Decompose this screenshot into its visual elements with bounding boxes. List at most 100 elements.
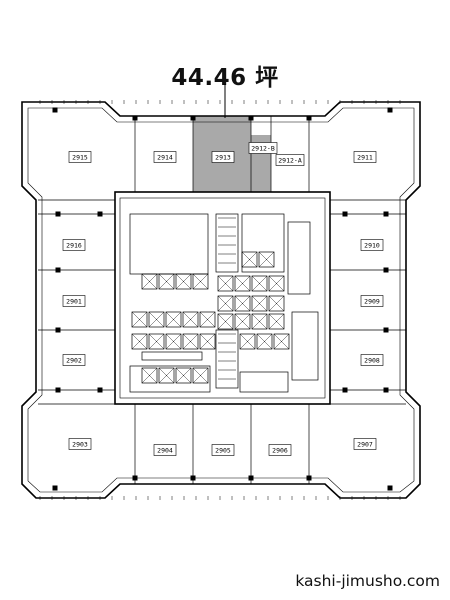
elevator-cross: [234, 313, 251, 330]
unit-label-box: [353, 151, 377, 163]
elevator-cross: [199, 333, 216, 350]
structural-column: [387, 107, 393, 113]
unit-label-box: [153, 444, 177, 456]
core-room: [129, 365, 211, 393]
elevator: [131, 333, 148, 350]
structural-column: [248, 475, 254, 481]
structural-column: [132, 115, 138, 121]
unit-label-box: [153, 151, 177, 163]
elevator-cross: [217, 275, 234, 292]
elevator-cross: [141, 367, 158, 384]
elevator: [268, 275, 285, 292]
core-room: [291, 311, 319, 381]
elevator: [234, 313, 251, 330]
structural-column: [248, 115, 254, 121]
structural-column: [55, 267, 61, 273]
elevator-cross: [268, 275, 285, 292]
elevator-cross: [165, 311, 182, 328]
core-room: [241, 213, 285, 273]
unit-label-2909: 2909: [364, 298, 380, 306]
elevator-cross: [268, 295, 285, 312]
unit-label-2904: 2904: [157, 447, 173, 455]
unit-label-2906: 2906: [272, 447, 288, 455]
site-watermark: kashi-jimusho.com: [295, 572, 440, 590]
unit-label-2908: 2908: [364, 357, 380, 365]
elevator: [234, 275, 251, 292]
elevator-cross: [251, 275, 268, 292]
unit-label-box: [62, 354, 86, 366]
elevator-cross: [273, 333, 290, 350]
elevator-cross: [175, 367, 192, 384]
unit-label-box: [211, 444, 235, 456]
elevator: [141, 367, 158, 384]
structural-column: [306, 115, 312, 121]
elevator: [217, 295, 234, 312]
unit-label-2901: 2901: [66, 298, 82, 306]
elevator-cross: [234, 295, 251, 312]
unit-label-box: [353, 438, 377, 450]
elevator: [268, 295, 285, 312]
elevator: [131, 311, 148, 328]
stair-core: [215, 329, 239, 389]
elevator: [158, 273, 175, 290]
structural-column: [190, 115, 196, 121]
unit-label-2911: 2911: [357, 154, 373, 162]
core-outer-wall: [114, 191, 331, 405]
structural-column: [342, 387, 348, 393]
elevator: [192, 367, 209, 384]
unit-label-2902: 2902: [66, 357, 82, 365]
unit-label-2907: 2907: [357, 441, 373, 449]
elevator: [148, 333, 165, 350]
elevator-cross: [217, 313, 234, 330]
structural-column: [55, 211, 61, 217]
unit-label-box: [62, 239, 86, 251]
elevator: [199, 311, 216, 328]
elevator: [182, 311, 199, 328]
unit-label-2915: 2915: [72, 154, 88, 162]
core-inner-wall: [119, 197, 326, 399]
elevator-cross: [131, 311, 148, 328]
elevator-cross: [217, 295, 234, 312]
elevator-cross: [148, 311, 165, 328]
elevator: [251, 313, 268, 330]
building-inner-outline: [27, 107, 415, 493]
elevator: [199, 333, 216, 350]
structural-column: [383, 327, 389, 333]
elevator-cross: [241, 251, 258, 268]
unit-label-box: [62, 295, 86, 307]
unit-label-box: [360, 295, 384, 307]
elevator: [217, 313, 234, 330]
structural-column: [55, 327, 61, 333]
unit-label-box: [360, 239, 384, 251]
elevator: [251, 275, 268, 292]
building-outline: [21, 101, 421, 499]
unit-label-box: [68, 151, 92, 163]
elevator: [165, 311, 182, 328]
elevator: [273, 333, 290, 350]
elevator: [251, 295, 268, 312]
elevator-cross: [175, 273, 192, 290]
elevator-cross: [258, 251, 275, 268]
unit-label-2910: 2910: [364, 242, 380, 250]
elevator: [234, 295, 251, 312]
elevator-cross: [239, 333, 256, 350]
elevator-cross: [148, 333, 165, 350]
structural-column: [97, 211, 103, 217]
elevator: [192, 273, 209, 290]
elevator: [165, 333, 182, 350]
unit-label-2903: 2903: [72, 441, 88, 449]
unit-label-box: [211, 151, 235, 163]
structural-column: [52, 107, 58, 113]
unit-label-box: [248, 142, 278, 154]
elevator: [241, 251, 258, 268]
unit-label-2905: 2905: [215, 447, 231, 455]
structural-column: [52, 485, 58, 491]
elevator-cross: [251, 313, 268, 330]
elevator: [175, 367, 192, 384]
structural-column: [306, 475, 312, 481]
unit-label-2913: 2913: [215, 154, 231, 162]
elevator-cross: [268, 313, 285, 330]
unit-label-2914: 2914: [157, 154, 173, 162]
